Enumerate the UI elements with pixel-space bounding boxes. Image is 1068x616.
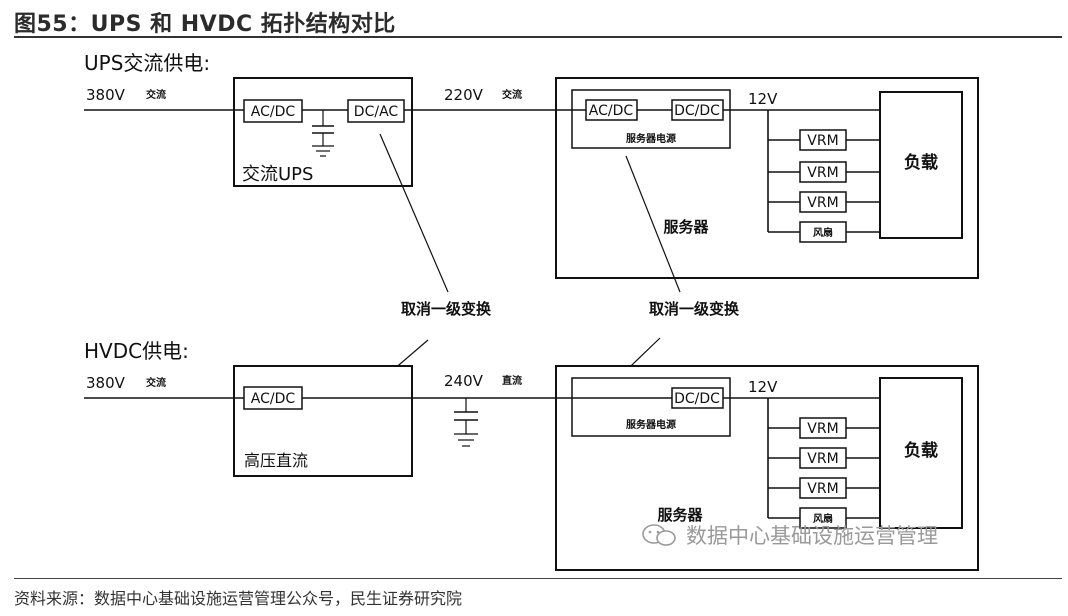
hvdc-psu-label: 服务器电源 (626, 418, 676, 431)
ups-acdc-converter (243, 99, 303, 123)
ups-input-type: 交流 (146, 88, 166, 101)
ups-fan (799, 221, 847, 243)
ups-psu-dcdc-converter (671, 99, 724, 121)
ups-psu-acdc-label: AC/DC (589, 103, 634, 119)
hvdc-input-voltage: 380V (86, 374, 126, 392)
hvdc-vrm-3 (799, 477, 847, 499)
watermark: 数据中心基础设施运营管理 (640, 520, 938, 550)
hvdc-vrm-2-label: VRM (807, 451, 838, 467)
title-divider (14, 36, 1062, 38)
hvdc-input-type: 交流 (146, 376, 166, 389)
ups-box (233, 77, 413, 187)
ups-fan-label: 风扇 (813, 226, 833, 239)
hvdc-mid-voltage: 240V (444, 372, 484, 390)
ups-box-label: 交流UPS (242, 164, 313, 185)
ups-psu-dcdc-label: DC/DC (674, 103, 720, 119)
hvdc-psu-dcdc-converter (671, 387, 724, 409)
ups-dcac-converter (347, 99, 405, 123)
figure-title: 图55：UPS 和 HVDC 拓扑结构对比 (14, 12, 396, 37)
wechat-icon (642, 524, 676, 546)
annotation-right: 取消一级变换 (649, 300, 740, 318)
ups-vrm-1-label: VRM (807, 133, 838, 149)
ups-heading: UPS交流供电: (84, 51, 210, 75)
hvdc-battery-symbol (454, 398, 478, 447)
hvdc-rail-voltage: 12V (748, 378, 778, 396)
watermark-text: 数据中心基础设施运营管理 (686, 524, 938, 548)
hvdc-vrm-3-label: VRM (807, 481, 838, 497)
hvdc-fan (799, 507, 847, 529)
ups-load-box (879, 91, 963, 239)
ups-battery-symbol (312, 110, 334, 157)
hvdc-fan-label: 风扇 (813, 512, 833, 525)
hvdc-box-label: 高压直流 (244, 451, 308, 470)
hvdc-load-box (879, 377, 963, 529)
annotation-pointer-ups (379, 133, 449, 293)
hvdc-vrm-1-label: VRM (807, 421, 838, 437)
hvdc-acdc-converter (243, 386, 303, 410)
ups-vrm-1 (799, 129, 847, 151)
ups-psu-acdc-converter (585, 99, 638, 121)
ups-dcac-label: DC/AC (354, 104, 399, 120)
ups-server-label: 服务器 (663, 218, 709, 236)
ups-vrm-3 (799, 191, 847, 213)
ups-input-voltage: 380V (86, 86, 126, 104)
hvdc-server-label: 服务器 (657, 506, 703, 524)
hvdc-load-label: 负载 (904, 440, 938, 461)
hvdc-vrm-2 (799, 447, 847, 469)
hvdc-heading: HVDC供电: (84, 339, 189, 363)
ups-acdc-label: AC/DC (251, 104, 296, 120)
source-note: 资料来源：数据中心基础设施运营管理公众号，民生证券研究院 (14, 589, 463, 608)
ups-vrm-2-label: VRM (807, 165, 838, 181)
hvdc-psu-dcdc-label: DC/DC (674, 391, 720, 407)
ups-load-label: 负载 (904, 152, 938, 173)
ups-rail-voltage: 12V (748, 90, 778, 108)
ups-psu-label: 服务器电源 (626, 132, 676, 145)
annotation-left: 取消一级变换 (401, 300, 492, 318)
ups-mid-voltage: 220V (444, 86, 484, 104)
hvdc-acdc-label: AC/DC (251, 391, 296, 407)
source-divider (14, 578, 1062, 579)
ups-vrm-3-label: VRM (807, 195, 838, 211)
ups-mid-type: 交流 (502, 88, 522, 101)
hvdc-vrm-1 (799, 417, 847, 439)
annotation-pointer-psu (625, 155, 681, 293)
ups-vrm-2 (799, 161, 847, 183)
hvdc-box (233, 365, 413, 477)
hvdc-mid-type: 直流 (502, 374, 522, 387)
